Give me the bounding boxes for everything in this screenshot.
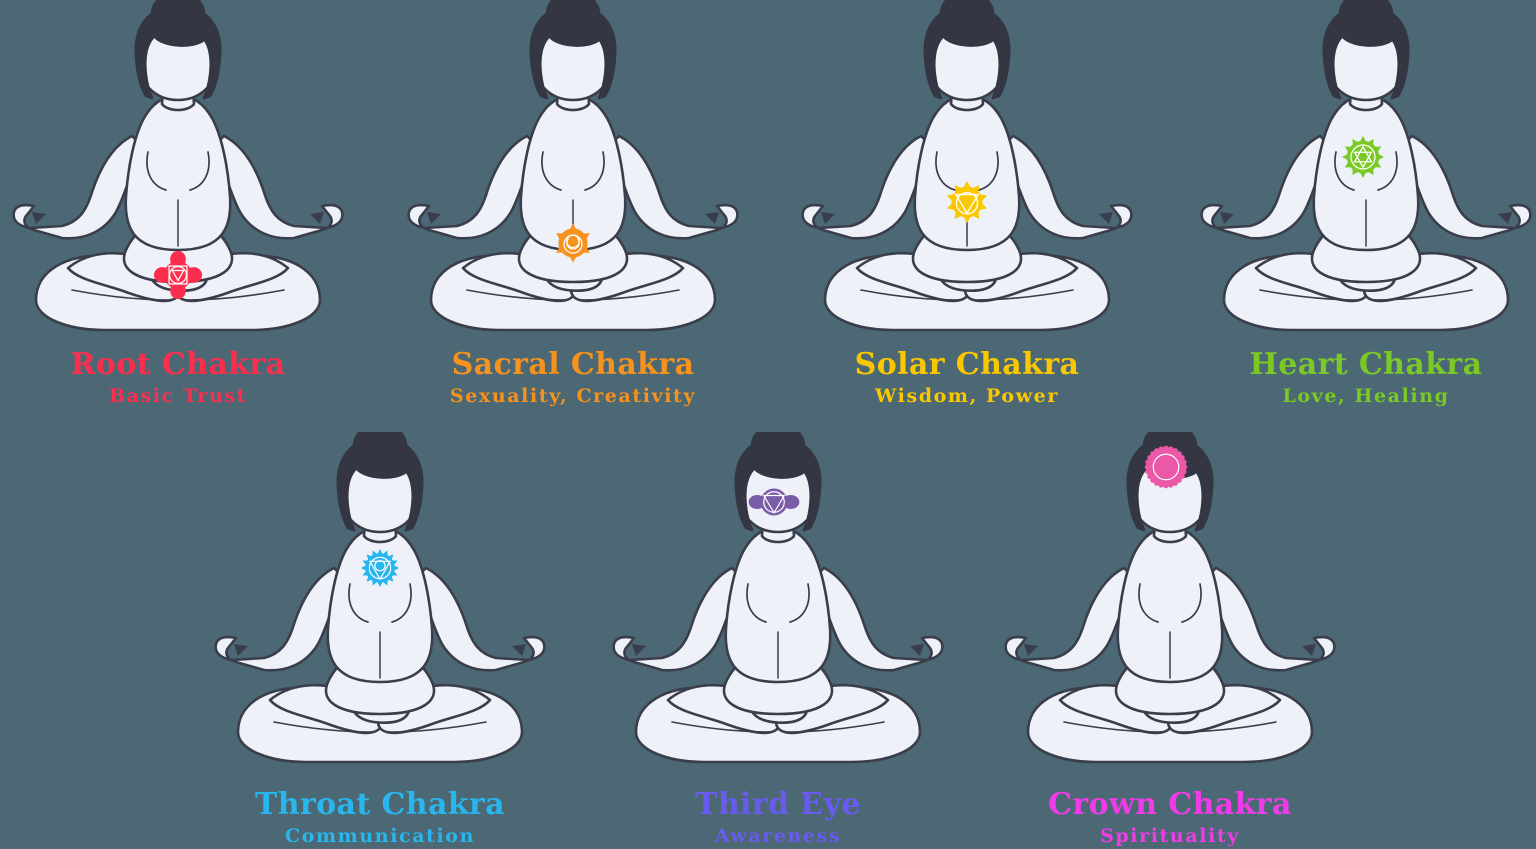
chakra-subtitle-solar: Wisdom, Power [875, 385, 1059, 407]
figure-throat [210, 432, 550, 772]
figure-solar [797, 0, 1137, 340]
meditating-figure [1004, 432, 1336, 764]
figure-third-eye [608, 432, 948, 772]
meditating-figure [214, 432, 546, 764]
figure-crown [1000, 432, 1340, 772]
chakra-subtitle-sacral: Sexuality, Creativity [449, 385, 697, 407]
chakra-subtitle-root: Basic Trust [108, 385, 248, 407]
meditating-figure [407, 0, 739, 332]
meditating-figure [801, 0, 1133, 332]
figure-root [8, 0, 348, 340]
chakra-title-third-eye: Third Eye [695, 787, 861, 822]
chakra-title-throat: Throat Chakra [254, 787, 506, 822]
chakra-subtitle-throat: Communication [284, 825, 475, 847]
chakra-subtitle-third-eye: Awareness [714, 825, 842, 847]
meditating-figure [12, 0, 344, 332]
chakra-subtitle-heart: Love, Healing [1282, 385, 1450, 407]
chakra-title-crown: Crown Chakra [1048, 787, 1292, 822]
chakra-title-sacral: Sacral Chakra [451, 347, 695, 382]
chakra-title-solar: Solar Chakra [854, 347, 1080, 382]
meditating-figure [1200, 0, 1532, 332]
meditating-figure [612, 432, 944, 764]
chakra-subtitle-crown: Spirituality [1100, 825, 1240, 847]
chakra-title-root: Root Chakra [70, 347, 286, 382]
figure-heart [1196, 0, 1536, 340]
figure-sacral [403, 0, 743, 340]
chakra-title-heart: Heart Chakra [1249, 347, 1483, 382]
